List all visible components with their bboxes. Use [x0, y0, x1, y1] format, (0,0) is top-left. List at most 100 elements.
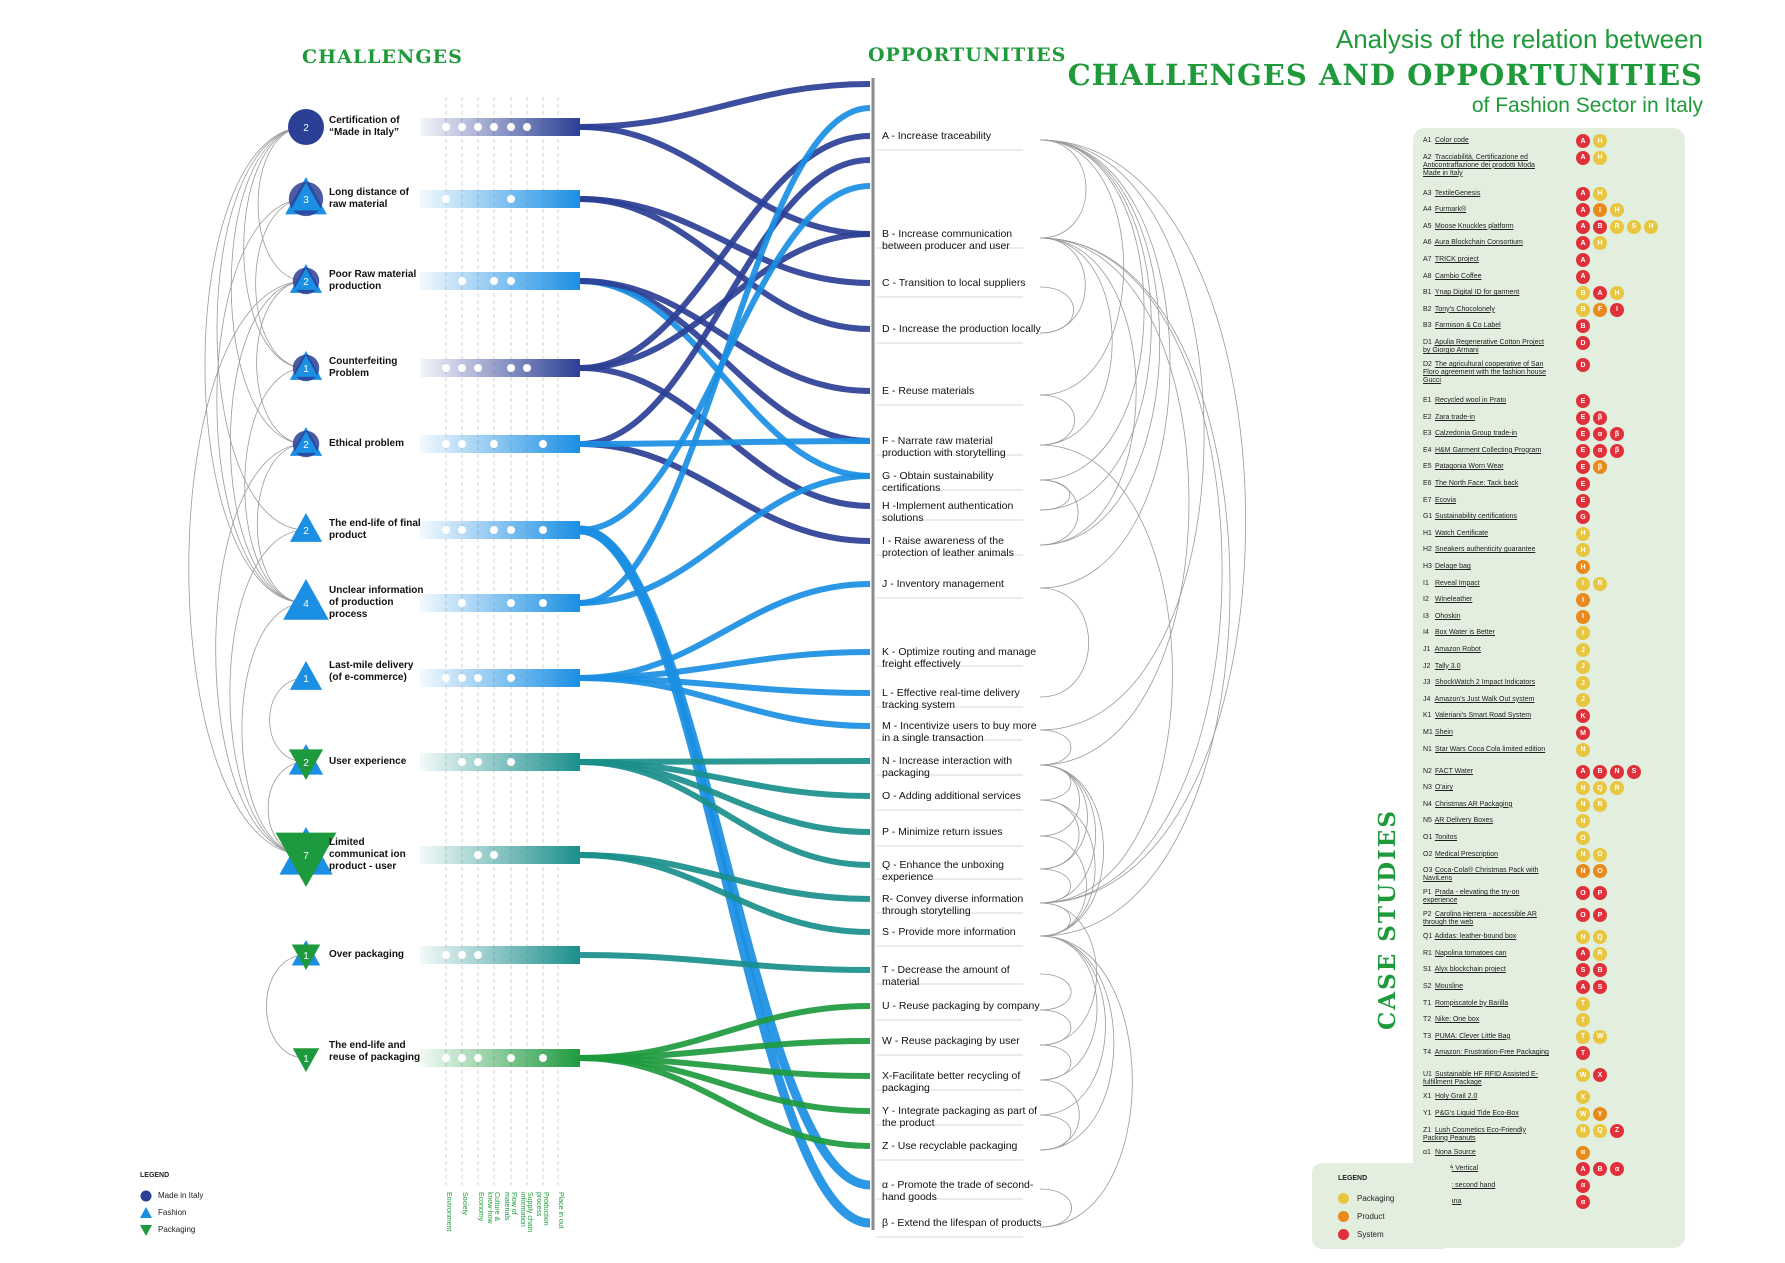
case-study-badge: T — [1576, 1013, 1590, 1028]
case-study-link[interactable]: Mousline — [1434, 983, 1463, 990]
case-study-link[interactable]: TextileGenesis — [1434, 189, 1481, 197]
case-study-link[interactable]: Sneakers authenticity guarantee — [1434, 546, 1536, 554]
case-study-row: G1 Sustainability certifications — [1423, 513, 1551, 521]
case-study-code: E3 — [1423, 430, 1432, 438]
flow-line — [579, 473, 871, 606]
case-study-badge: α — [1593, 427, 1607, 442]
case-study-link[interactable]: Shein — [1434, 729, 1453, 736]
case-study-code: A8 — [1423, 272, 1432, 280]
case-study-link[interactable]: Medical Prescription — [1434, 850, 1498, 858]
case-study-link[interactable]: H&M Garment Collecting Program — [1434, 446, 1542, 454]
case-study-link[interactable]: Chloé Vertical — [1434, 1165, 1479, 1173]
opportunity-link-arc — [1039, 902, 1071, 937]
case-study-link[interactable]: The agricultural cooperative of San Flor… — [1423, 361, 1546, 384]
challenge-bar — [420, 190, 580, 208]
flow-line — [579, 157, 871, 447]
case-study-badge: O — [1576, 886, 1590, 901]
case-study-row: A3 TextileGenesis — [1423, 190, 1551, 198]
case-study-link[interactable]: Coca-Cola® Christmas Pack with NaviLens — [1423, 867, 1539, 883]
case-study-link[interactable]: Tracciabilità, Certificazione ed Anticon… — [1423, 153, 1535, 177]
case-study-badge: H — [1593, 186, 1607, 201]
case-study-row: O1 Tonitos — [1423, 834, 1551, 842]
axis-dot — [507, 758, 515, 766]
axis-dot — [474, 951, 482, 959]
case-study-link[interactable]: Color code — [1434, 137, 1469, 144]
case-study-link[interactable]: Rompiscatole by Barilla — [1434, 999, 1509, 1007]
case-study-link[interactable]: Calzedonia Group trade-in — [1434, 430, 1518, 438]
case-study-link[interactable]: Levis: second hand — [1434, 1181, 1496, 1189]
case-study-link[interactable]: O'airy — [1434, 784, 1454, 792]
case-study-badge: T — [1576, 1029, 1590, 1044]
case-study-badge: Q — [1593, 930, 1607, 945]
case-study-link[interactable]: TRICK project — [1434, 256, 1479, 263]
case-study-link[interactable]: Holy Grail 2.0 — [1434, 1093, 1478, 1101]
case-study-link[interactable]: Sustainable HF RFID Assisted E-fulfillme… — [1423, 1071, 1539, 1087]
challenge-icon: 2 — [289, 427, 323, 458]
case-study-link[interactable]: Ynap Digital ID for garment — [1434, 289, 1520, 297]
case-study-link[interactable]: Furmark® — [1434, 206, 1467, 214]
case-study-link[interactable]: Star Wars Coca Cola limited edition — [1434, 745, 1546, 753]
case-study-link[interactable]: Adidas: leather-bound box — [1434, 933, 1517, 941]
challenges-heading: CHALLENGES — [302, 46, 463, 68]
case-study-code: T4 — [1423, 1049, 1432, 1057]
axis-label: Culture & know-how — [486, 1192, 500, 1224]
case-study-link[interactable]: Christmas AR Packaging — [1434, 800, 1513, 808]
case-study-row: U1 Sustainable HF RFID Assisted E-fulfil… — [1423, 1071, 1551, 1087]
case-study-link[interactable]: Napolina tomatoes can — [1434, 949, 1507, 957]
case-study-link[interactable]: FACT Water — [1434, 767, 1474, 775]
case-study-link[interactable]: Ecovia — [1434, 496, 1456, 504]
case-study-row: O2 Medical Prescription — [1423, 851, 1551, 859]
axis-dot — [458, 758, 466, 766]
case-study-link[interactable]: Reveal Impact — [1434, 579, 1480, 587]
case-study-badge: Q — [1593, 781, 1607, 796]
case-study-link[interactable]: Amazon Robot — [1434, 646, 1481, 653]
case-study-link[interactable]: PUMA: Clever Little Bag — [1434, 1032, 1511, 1040]
case-study-link[interactable]: Patagonia Worn Wear — [1434, 463, 1504, 471]
case-study-badge: O — [1593, 847, 1607, 862]
case-study-link[interactable]: Wineleather — [1434, 596, 1473, 604]
case-study-link[interactable]: Cambio Coffee — [1434, 272, 1482, 280]
case-study-badge: B — [1593, 764, 1607, 779]
case-study-link[interactable]: Valeriani's Smart Road System — [1434, 712, 1532, 720]
case-study-link[interactable]: Lush Cosmetics Eco-Friendly Packing Pean… — [1423, 1126, 1526, 1142]
opportunity-label-7: H -Implement authentication solutions — [882, 500, 1014, 524]
case-study-link[interactable]: Sustainability certifications — [1434, 513, 1518, 521]
case-study-link[interactable]: Apulia Regenerative Cotton Project by Gi… — [1423, 339, 1544, 354]
axis-dot — [507, 123, 515, 131]
case-study-link[interactable]: Zara trade-in — [1434, 413, 1476, 421]
case-study-link[interactable]: Moose Knuckles platform — [1434, 222, 1514, 230]
challenge-bar — [420, 359, 580, 377]
case-study-badge: F — [1593, 302, 1607, 317]
case-study-link[interactable]: Aura Blockchain Consortium — [1434, 239, 1523, 247]
challenge-bar — [420, 594, 580, 612]
case-study-link[interactable]: AR Delivery Boxes — [1434, 817, 1493, 825]
case-study-link[interactable]: Tonitos — [1434, 834, 1458, 841]
case-study-link[interactable]: ShockWatch 2 Impact Indicators — [1434, 679, 1536, 687]
case-study-link[interactable]: Tally 3.0 — [1434, 662, 1461, 670]
case-study-link[interactable]: Carolina Herrera - accessible AR through… — [1423, 911, 1537, 927]
case-study-row: I3 Ohoskin — [1423, 613, 1551, 621]
case-study-link[interactable]: Nona Source — [1434, 1148, 1476, 1156]
case-study-link[interactable]: Farmison & Co Label — [1434, 322, 1501, 330]
challenge-count: 1 — [303, 951, 309, 962]
case-study-badge: T — [1576, 996, 1590, 1011]
axis-dot — [523, 364, 531, 372]
axis-dot — [507, 526, 515, 534]
case-study-link[interactable]: The North Face: Tack back — [1434, 480, 1519, 487]
case-study-link[interactable]: Prada - elevating the try-on experience — [1423, 889, 1520, 905]
case-study-link[interactable]: Ohoskin — [1434, 612, 1461, 620]
case-study-link[interactable]: Amazon: Frustration-Free Packaging — [1434, 1049, 1549, 1057]
case-study-link[interactable]: P&G's Liquid Tide Eco-Box — [1434, 1110, 1519, 1117]
case-study-code: A6 — [1423, 239, 1432, 247]
case-study-link[interactable]: Alyx blockchain project — [1434, 966, 1506, 974]
case-study-link[interactable]: Recycled wool in Prato — [1434, 397, 1507, 404]
case-study-link[interactable]: Watch Certificate — [1434, 529, 1488, 537]
case-study-link[interactable]: Box Water is Better — [1434, 629, 1495, 637]
case-study-link[interactable]: Amazon's Just Walk Out system — [1434, 695, 1535, 703]
case-study-link[interactable]: Delage bag — [1434, 563, 1471, 570]
case-study-code: E5 — [1423, 463, 1432, 471]
case-study-link[interactable]: Nike: One box — [1434, 1016, 1480, 1024]
case-study-row: S2 Mousline — [1423, 983, 1551, 991]
case-study-link[interactable]: Tony's Chocolonely — [1434, 305, 1495, 313]
case-study-row: T3 PUMA: Clever Little Bag — [1423, 1033, 1551, 1041]
